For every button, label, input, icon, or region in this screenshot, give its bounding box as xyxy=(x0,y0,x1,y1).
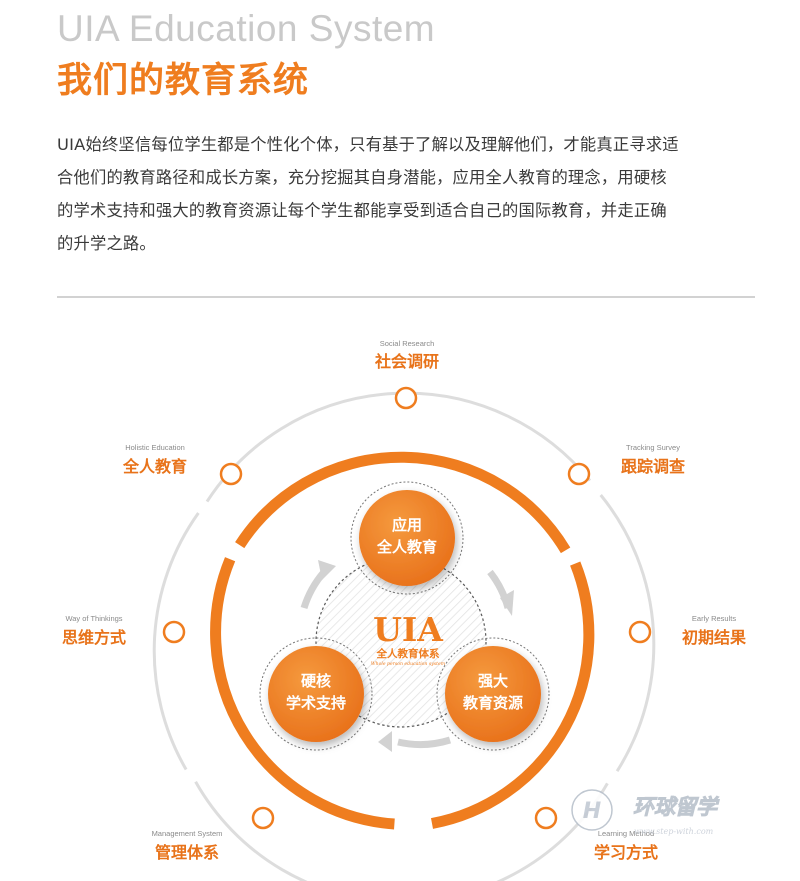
marker-tracking-survey xyxy=(567,462,591,486)
outer-label-management-system: Management System 管理体系 xyxy=(152,829,223,862)
inner-node-line2: 全人教育 xyxy=(376,538,437,556)
inner-node-line1: 强大 xyxy=(478,672,508,690)
outer-label-early-results: Early Results 初期结果 xyxy=(682,614,746,647)
marker-management-system xyxy=(251,806,275,830)
core-subtitle-english: Whole person education system xyxy=(371,661,446,667)
inner-node-holistic: 应用 全人教育 xyxy=(350,481,464,595)
intro-line: 的升学之路。 xyxy=(57,234,156,253)
watermark-url: www.step-with.com xyxy=(634,827,714,836)
inner-node-line2: 学术支持 xyxy=(286,694,346,712)
watermark: H 环球留学 www.step-with.com xyxy=(571,789,720,836)
label-english: Way of Thinkings xyxy=(65,614,122,623)
outer-label-way-of-thinkings: Way of Thinkings 思维方式 xyxy=(62,614,126,647)
label-chinese: 初期结果 xyxy=(682,628,746,647)
marker-social-research xyxy=(394,386,418,410)
intro-line: 的学术支持和强大的教育资源让每个学生都能享受到适合自己的国际教育，并走正确 xyxy=(57,201,667,220)
label-english: Learning Method xyxy=(598,829,654,838)
outer-gray-ring xyxy=(152,391,656,881)
label-english: Tracking Survey xyxy=(626,443,680,452)
label-english: Social Research xyxy=(380,339,435,348)
marker-early-results xyxy=(628,620,652,644)
outer-label-tracking-survey: Tracking Survey 跟踪调查 xyxy=(621,443,685,476)
inner-node-line1: 硬核 xyxy=(301,672,331,690)
marker-holistic-education xyxy=(219,462,243,486)
label-chinese: 管理体系 xyxy=(155,843,219,862)
title-english: UIA Education System xyxy=(57,8,436,49)
label-chinese: 思维方式 xyxy=(62,628,126,647)
inner-node-line2: 教育资源 xyxy=(462,694,523,712)
label-english: Holistic Education xyxy=(125,443,185,452)
label-chinese: 跟踪调查 xyxy=(621,457,685,476)
inner-node-academic: 硬核 学术支持 xyxy=(259,637,373,751)
outer-label-social-research: Social Research 社会调研 xyxy=(374,339,439,371)
marker-way-of-thinkings xyxy=(162,620,186,644)
inner-node-resources: 强大 教育资源 xyxy=(436,637,550,751)
section-divider xyxy=(57,296,755,298)
core-title: UIA xyxy=(373,610,443,649)
label-chinese: 学习方式 xyxy=(594,843,658,862)
intro-paragraph: UIA始终坚信每位学生都是个性化个体，只有基于了解以及理解他们，才能真正寻求适 … xyxy=(57,128,761,260)
intro-line: 合他们的教育路径和成长方案，充分挖掘其自身潜能，应用全人教育的理念，用硬核 xyxy=(57,168,667,187)
watermark-logo-icon: H xyxy=(571,789,613,831)
svg-text:H: H xyxy=(583,799,601,824)
inner-node-line1: 应用 xyxy=(392,516,422,534)
core-subtitle: 全人教育体系 xyxy=(376,647,440,660)
label-english: Early Results xyxy=(692,614,736,623)
marker-learning-method xyxy=(534,806,558,830)
outer-label-learning-method: Learning Method 学习方式 xyxy=(594,829,658,862)
label-english: Management System xyxy=(152,829,223,838)
watermark-text: 环球留学 xyxy=(633,795,720,819)
outer-markers xyxy=(162,386,652,830)
title-chinese: 我们的教育系统 xyxy=(57,61,310,101)
label-chinese: 社会调研 xyxy=(374,352,439,371)
label-chinese: 全人教育 xyxy=(122,457,187,476)
intro-line: UIA始终坚信每位学生都是个性化个体，只有基于了解以及理解他们，才能真正寻求适 xyxy=(57,135,679,154)
cycle-arrow-heads xyxy=(318,560,514,752)
outer-label-holistic-education: Holistic Education 全人教育 xyxy=(122,443,187,476)
orange-ring xyxy=(210,451,595,830)
